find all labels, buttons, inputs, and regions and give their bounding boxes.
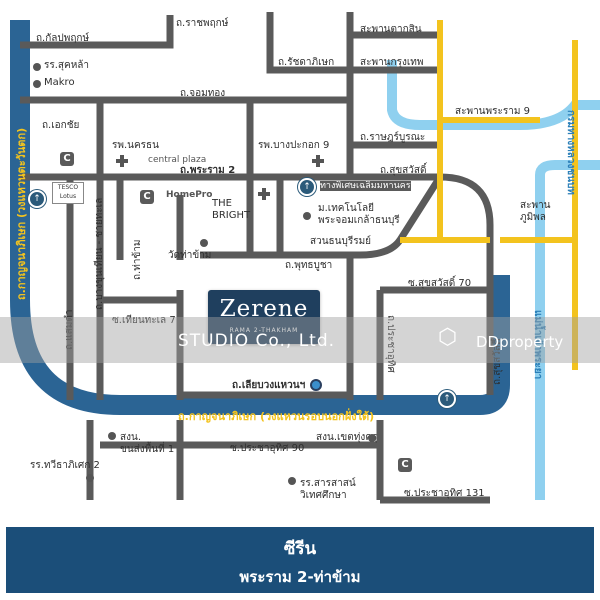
- place-the-bright: THE BRIGHT: [212, 198, 251, 221]
- canal-top: [387, 60, 600, 130]
- hospital-cross-icon: [258, 188, 270, 200]
- road-ratburana-label: ถ.ราษฎร์บูรณะ: [360, 132, 426, 143]
- road-phutthabucha-label: ถ.พุทธบูชา: [285, 260, 333, 271]
- place-sorng-chet-kru: สงน.เขตทุ่งครุ: [316, 432, 378, 443]
- ring-road-left-label: ถ.กาญจนาภิเษก (วงแหวนตะวันตก): [15, 127, 28, 300]
- industrial-ring-label: กรมทางหลวงชนบท: [565, 110, 576, 195]
- toll-icon: ↑: [438, 390, 456, 408]
- place-thawee-school: รร.ทวีธาภิเศก 2: [30, 460, 100, 471]
- toll-icon: ↑: [28, 190, 46, 208]
- special-expressway-label: ทางพิเศษเฉลิมมหานคร: [320, 181, 411, 192]
- rama9-bridge-label: สะพานพระราม 9: [455, 106, 530, 117]
- office-dot: [108, 432, 116, 440]
- place-kmutt: ม.เทคโนโลยี พระจอมเกล้าธนบุรี: [318, 203, 400, 226]
- watermark-band: [0, 317, 600, 363]
- place-homepro: HomePro: [166, 190, 213, 200]
- shop-c-icon: C: [398, 458, 412, 472]
- ring-road-path: [10, 20, 510, 415]
- place-saras-school: รร.สารสาสน์ วิเทศศึกษา: [300, 478, 356, 501]
- place-makro: Makro: [44, 77, 75, 88]
- makro-dot: [33, 80, 41, 88]
- road-ratchadaphisek-label: ถ.รัชดาภิเษก: [278, 57, 335, 68]
- road-ekkachai-label: ถ.เอกชัย: [42, 120, 80, 131]
- soi-thian-thale-7-label: ซ.เทียนทะเล 7: [112, 315, 176, 326]
- place-tha-kham-temple: วัดท่าข้าม: [168, 250, 212, 261]
- hospital-cross-icon: [312, 155, 324, 167]
- office-dot: [368, 434, 376, 442]
- project-name: Zerene: [219, 296, 309, 322]
- school-dot: [33, 63, 41, 71]
- road-tha-kham-label: ถ.ท่าข้าม: [132, 239, 143, 280]
- temple-dot: [200, 239, 208, 247]
- soi-pracha-uthit-90-label: ซ.ประชาอุทิศ 90: [230, 443, 305, 454]
- place-sorng-khon-songphin: สงน. ขนส่งพื้นที่ 1: [120, 432, 175, 455]
- road-network: [20, 12, 494, 504]
- hospital-cross-icon: [116, 155, 128, 167]
- bhumibol-bridge-label: สะพาน ภูมิพล: [520, 200, 551, 223]
- footer-subtitle: พระราม 2-ท่าข้าม: [239, 568, 361, 586]
- place-nakhon-hospital: รพ.นครธน: [112, 140, 159, 151]
- place-tesco-lotus: TESCO Lotus: [52, 182, 84, 204]
- shop-c-icon: C: [60, 152, 74, 166]
- road-liapwongwaen-label: ถ.เลียบวงแหวนฯ: [232, 380, 306, 391]
- soi-suksawat-70-label: ซ.สุขสวัสดิ์ 70: [408, 278, 472, 289]
- place-central-plaza: central plaza: [148, 155, 207, 165]
- school-dot: [288, 477, 296, 485]
- school-dot: [86, 474, 94, 482]
- place-bangpakok-hospital: รพ.บางปะกอก 9: [258, 140, 330, 151]
- project-footer-banner: ซีรีน พระราม 2-ท่าข้าม: [6, 527, 594, 593]
- soi-pracha-uthit-131-label: ซ.ประชาอุทิศ 131: [404, 488, 485, 499]
- place-suan-thonburi: สวนธนบุรีรมย์: [310, 236, 372, 247]
- krungthep-bridge-label: สะพานกรุงเทพ: [360, 57, 424, 68]
- shop-c-icon: C: [140, 190, 154, 204]
- road-rama2-label: ถ.พระราม 2: [180, 165, 236, 176]
- place-sirisakl-school: รร.สุคหล้า: [44, 60, 90, 71]
- project-subtitle: RAMA 2-THAKHAM: [229, 327, 299, 334]
- road-chomthong-label: ถ.จอมทอง: [180, 88, 226, 99]
- watermark-ddproperty: DDproperty: [476, 333, 564, 351]
- expressway-network: [400, 20, 578, 370]
- ring-road-bottom-label: ถ.กาญจนาภิเษก (วงแหวนรอบนอกฝั่งใต้): [178, 410, 375, 423]
- footer-title: ซีรีน: [283, 539, 317, 559]
- toll-icon: ↑: [298, 178, 316, 196]
- taksin-bridge-label: สะพานตากสิน: [360, 24, 422, 35]
- road-bang-khun-thian-label: ถ.บางขุนเทียน - ชายทะเล: [94, 197, 105, 310]
- ddproperty-logo-icon: ⬡: [438, 325, 458, 350]
- watermark-studio: STUDIO Co., Ltd.: [178, 331, 336, 351]
- project-location-pin[interactable]: [310, 379, 322, 391]
- project-callout[interactable]: Zerene RAMA 2-THAKHAM: [208, 290, 320, 344]
- university-dot: [303, 212, 311, 220]
- canal-right: [535, 160, 600, 500]
- road-suksawat-label: ถ.สุขสวัสดิ์: [380, 165, 427, 176]
- road-kanlapaphruek-label: ถ.กัลปพฤกษ์: [36, 33, 90, 44]
- road-ratchaphruek-label: ถ.ราชพฤกษ์: [176, 18, 229, 29]
